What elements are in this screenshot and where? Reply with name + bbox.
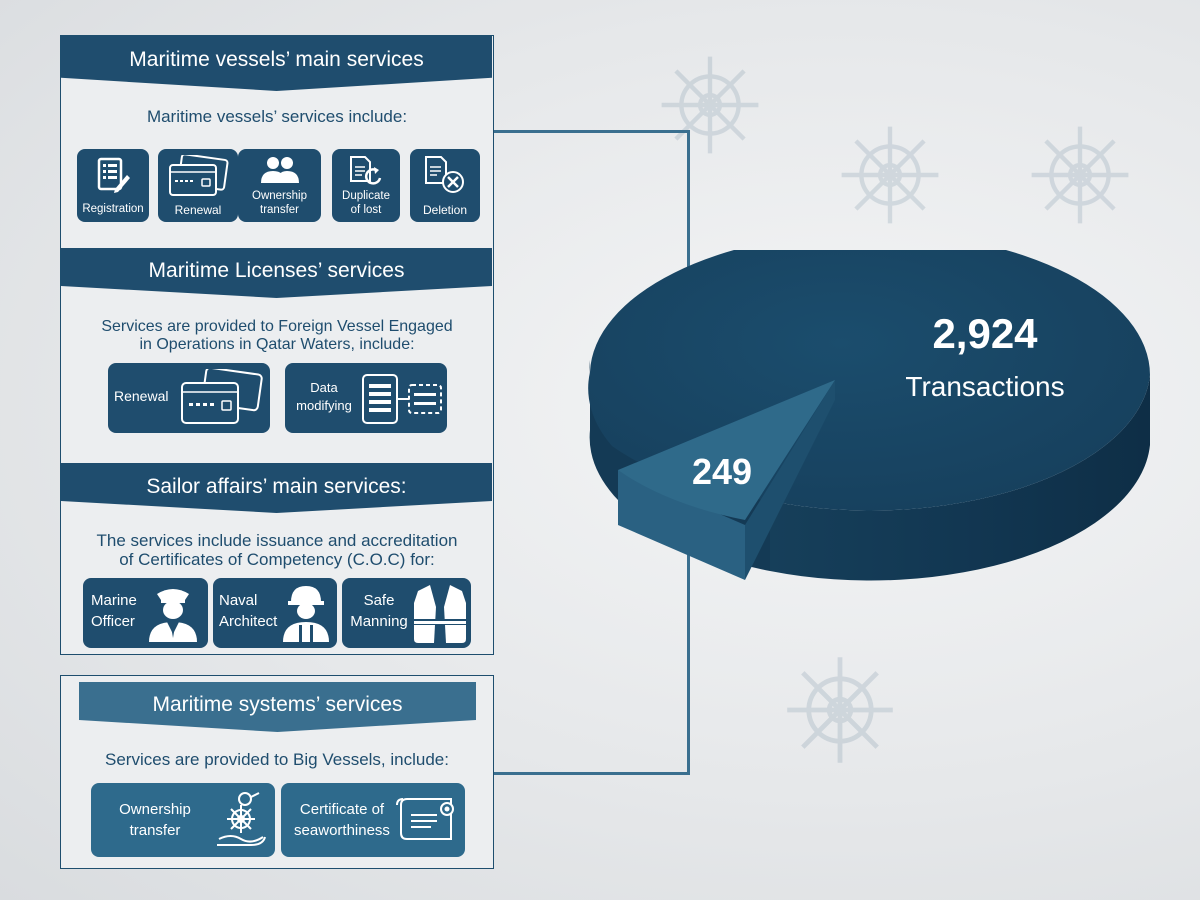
duplicate-document-icon xyxy=(350,156,382,185)
users-icon xyxy=(261,157,299,183)
data-modify-icon xyxy=(362,374,442,424)
tile-duplicate-of-lost-label: Duplicate of lost xyxy=(342,190,390,216)
connector-bottom-horizontal xyxy=(494,772,690,775)
licenses-subtitle-line2: in Operations in Qatar Waters, include: xyxy=(139,336,415,353)
card-renewal-icon xyxy=(169,155,229,196)
tile-renewal[interactable]: Renewal xyxy=(158,149,238,222)
systems-services-panel: Maritime systems’ services Services are … xyxy=(60,675,494,869)
pie-slice-small xyxy=(618,380,835,520)
pie-chart: 2,924 Transactions 249 xyxy=(588,250,1150,581)
card-renewal-icon xyxy=(181,369,263,424)
licenses-title: Maritime Licenses’ services xyxy=(148,259,405,282)
ship-wheel-icon xyxy=(1031,126,1129,224)
ship-wheel-icon xyxy=(787,657,893,763)
vessels-subtitle: Maritime vessels’ services include: xyxy=(146,107,408,126)
sailor-title: Sailor affairs’ main services: xyxy=(146,475,407,498)
connector-top-vertical xyxy=(687,130,690,280)
pie-small-value: 249 xyxy=(692,451,752,492)
pie-slice-small-side-front xyxy=(745,380,835,580)
tile-systems-ownership-transfer-label: Ownership transfer xyxy=(119,801,191,839)
connector-bottom-vertical xyxy=(687,525,690,775)
ship-wheel-icon xyxy=(841,126,939,224)
systems-title-banner: Maritime systems’ services xyxy=(79,682,476,732)
connector-top-horizontal xyxy=(494,130,690,133)
vessels-title: Maritime vessels’ main services xyxy=(129,48,424,71)
licenses-subtitle-line1: Services are provided to Foreign Vessel … xyxy=(101,318,453,335)
certificate-icon xyxy=(396,798,454,840)
officer-icon xyxy=(149,589,197,642)
hardhat-worker-icon xyxy=(283,586,329,642)
tile-marine-officer[interactable]: Marine Officer xyxy=(83,578,208,648)
tile-duplicate-of-lost[interactable]: Duplicate of lost xyxy=(332,149,400,222)
licenses-title-banner: Maritime Licenses’ services xyxy=(61,248,492,298)
life-vest-icon xyxy=(412,585,468,643)
sailor-subtitle-line2: of Certificates of Competency (C.O.C) fo… xyxy=(119,550,435,569)
tile-data-modifying-label: Data modifying xyxy=(296,380,352,413)
pie-big-label: Transactions xyxy=(905,371,1064,402)
tile-marine-officer-label: Marine Officer xyxy=(91,592,137,630)
tile-certificate-seaworthiness-label: Certificate of seaworthiness xyxy=(294,801,390,839)
tile-naval-architect[interactable]: Naval Architect xyxy=(213,578,337,648)
tile-license-renewal-label: Renewal xyxy=(114,388,169,404)
tile-ownership-transfer[interactable]: Ownership transfer xyxy=(238,149,321,222)
delete-document-icon xyxy=(425,156,464,193)
tile-naval-architect-label: Naval Architect xyxy=(219,592,278,630)
pie-slice-large-side-right xyxy=(770,375,1150,581)
tile-systems-ownership-transfer[interactable]: Ownership transfer xyxy=(91,783,275,857)
tile-certificate-seaworthiness[interactable]: Certificate of seaworthiness xyxy=(281,783,465,857)
tile-ownership-transfer-label: Ownership transfer xyxy=(252,190,307,216)
tile-registration-label: Registration xyxy=(82,203,144,215)
systems-subtitle: Services are provided to Big Vessels, in… xyxy=(105,750,449,769)
ship-wheel-icon xyxy=(661,56,759,154)
registration-form-icon xyxy=(97,157,130,193)
tile-registration[interactable]: Registration xyxy=(77,149,149,222)
pie-slice-small-side xyxy=(618,470,745,580)
tile-license-renewal[interactable]: Renewal xyxy=(108,363,270,433)
ship-wheel-hand-icon xyxy=(217,792,266,846)
tile-safe-manning[interactable]: Safe Manning xyxy=(342,578,471,648)
sailor-title-banner: Sailor affairs’ main services: xyxy=(61,463,492,513)
systems-title: Maritime systems’ services xyxy=(152,693,403,716)
sailor-subtitle-line1: The services include issuance and accred… xyxy=(96,531,458,550)
tile-deletion[interactable]: Deletion xyxy=(410,149,480,222)
vessels-title-banner: Maritime vessels’ main services xyxy=(61,36,492,91)
tile-deletion-label: Deletion xyxy=(422,203,468,217)
pie-big-value: 2,924 xyxy=(932,310,1038,357)
tile-safe-manning-label: Safe Manning xyxy=(350,592,408,630)
main-services-panel: Maritime vessels’ main services Maritime… xyxy=(60,35,494,655)
tile-data-modifying[interactable]: Data modifying xyxy=(285,363,447,433)
tile-renewal-label: Renewal xyxy=(174,203,222,217)
